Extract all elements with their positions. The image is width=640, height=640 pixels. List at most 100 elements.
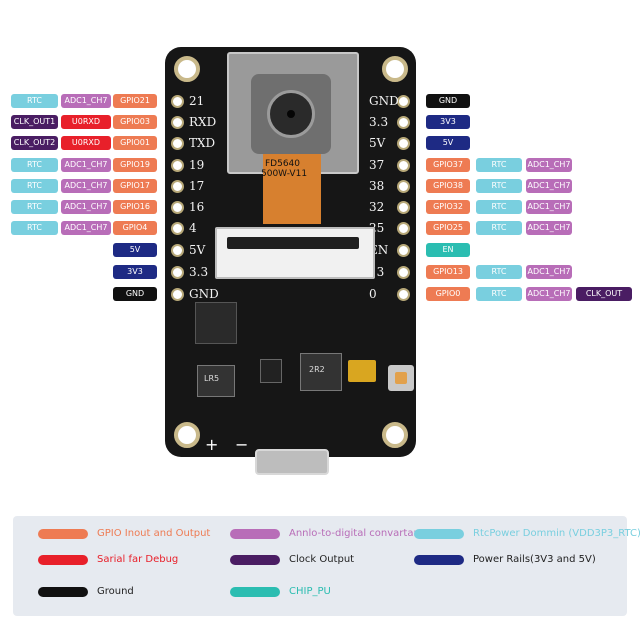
right-tag-gpio0: GPIO0 (426, 287, 470, 301)
legend-label: Ground (97, 586, 134, 597)
left-tag-gpio21: GPIO21 (113, 94, 157, 108)
left-tag-clk-out1: CLK_OUT1 (11, 115, 58, 129)
right-tag-rtc: RTC (476, 179, 522, 193)
left-header-pin (171, 180, 184, 193)
right-header-pin (397, 222, 410, 235)
capacitor-tantalum (348, 360, 376, 382)
inductor-1-marking: LR5 (204, 374, 220, 383)
right-tag-adc1-ch7: ADC1_CH7 (526, 265, 572, 279)
right-pin-silkscreen: 32 (369, 200, 385, 214)
left-header-pin (171, 95, 184, 108)
left-pin-silkscreen: 19 (189, 158, 205, 172)
right-tag-rtc: RTC (476, 221, 522, 235)
right-tag-gpio37: GPIO37 (426, 158, 470, 172)
right-tag-gpio38: GPIO38 (426, 179, 470, 193)
lens-center (287, 110, 295, 118)
fpc-connector (215, 227, 375, 279)
left-tag-rtc: RTC (11, 179, 58, 193)
right-pin-silkscreen: 0 (369, 287, 377, 301)
right-pin-silkscreen: 38 (369, 179, 385, 193)
right-header-pin (397, 180, 410, 193)
camera-marking-2: 500W-V11 (261, 169, 308, 179)
right-header-pin (397, 288, 410, 301)
left-pin-silkscreen: TXD (189, 136, 216, 150)
left-tag-adc1-ch7: ADC1_CH7 (61, 94, 111, 108)
right-pin-silkscreen: GND (369, 94, 399, 108)
mounting-hole-top-left (174, 56, 200, 82)
right-tag-en: EN (426, 243, 470, 257)
right-header-pin (397, 137, 410, 150)
left-header-pin (171, 288, 184, 301)
left-tag-3v3: 3V3 (113, 265, 157, 279)
legend-label: Power Rails(3V3 and 5V) (473, 554, 596, 565)
left-tag-gpio16: GPIO16 (113, 200, 157, 214)
left-pin-silkscreen: 16 (189, 200, 205, 214)
mounting-hole-bottom-left (174, 422, 200, 448)
right-tag-gpio32: GPIO32 (426, 200, 470, 214)
right-tag-3v3: 3V3 (426, 115, 470, 129)
left-header-pin (171, 159, 184, 172)
left-pin-silkscreen: 3.3 (189, 265, 209, 279)
legend-swatch (230, 587, 280, 597)
left-header-pin (171, 266, 184, 279)
camera-lens (267, 90, 315, 138)
right-header-pin (397, 244, 410, 257)
inductor-2-marking: 2R2 (309, 365, 325, 374)
right-tag-adc1-ch7: ADC1_CH7 (526, 158, 572, 172)
right-header-pin (397, 159, 410, 172)
right-tag-rtc: RTC (476, 158, 522, 172)
right-tag-gpio25: GPIO25 (426, 221, 470, 235)
left-tag-rtc: RTC (11, 158, 58, 172)
legend-label: CHIP_PU (289, 586, 331, 597)
left-tag-gpio01: GPIO01 (113, 136, 157, 150)
right-header-pin (397, 266, 410, 279)
legend-label: Clock Output (289, 554, 355, 565)
right-header-pin (397, 95, 410, 108)
right-tag-rtc: RTC (476, 287, 522, 301)
camera-marking-1: FD5640 (265, 159, 301, 169)
left-tag-u0rxd: U0RXD (61, 115, 111, 129)
right-tag-rtc: RTC (476, 200, 522, 214)
left-pin-silkscreen: 17 (189, 179, 205, 193)
left-tag-gpio17: GPIO17 (113, 179, 157, 193)
left-tag-adc1-ch7: ADC1_CH7 (61, 158, 111, 172)
left-tag-rtc: RTC (11, 200, 58, 214)
inductor-1: LR5 (197, 365, 235, 397)
left-tag-5v: 5V (113, 243, 157, 257)
right-tag-adc1-ch7: ADC1_CH7 (526, 221, 572, 235)
usb-connector (255, 449, 329, 475)
left-tag-adc1-ch7: ADC1_CH7 (61, 179, 111, 193)
left-tag-gpio03: GPIO03 (113, 115, 157, 129)
left-pin-silkscreen: RXD (189, 115, 217, 129)
camera-flex-cable (263, 154, 321, 224)
right-tag-clk-out: CLK_OUT (576, 287, 632, 301)
ic-sop8 (195, 302, 237, 344)
left-tag-u0rxd: U0RXD (61, 136, 111, 150)
minus-sign: − (235, 435, 249, 454)
legend-swatch (38, 555, 88, 565)
right-tag-gpio13: GPIO13 (426, 265, 470, 279)
left-header-pin (171, 201, 184, 214)
legend-label: Sarial far Debug (97, 554, 179, 565)
left-tag-gpio4: GPIO4 (113, 221, 157, 235)
legend-swatch (414, 529, 464, 539)
left-tag-adc1-ch7: ADC1_CH7 (61, 221, 111, 235)
right-header-pin (397, 201, 410, 214)
left-pin-silkscreen: 4 (189, 221, 197, 235)
right-tag-adc1-ch7: ADC1_CH7 (526, 287, 572, 301)
camera-lens-housing (251, 74, 331, 154)
legend-swatch (230, 529, 280, 539)
right-header-pin (397, 116, 410, 129)
left-header-pin (171, 222, 184, 235)
legend-label: RtcPower Dommin (VDD3P3_RTC) (473, 528, 640, 539)
left-tag-clk-out2: CLK_OUT2 (11, 136, 58, 150)
mounting-hole-bottom-right (382, 422, 408, 448)
left-tag-adc1-ch7: ADC1_CH7 (61, 200, 111, 214)
right-tag-adc1-ch7: ADC1_CH7 (526, 179, 572, 193)
right-tag-rtc: RTC (476, 265, 522, 279)
legend-label: Annlo-to-digital convartar (289, 528, 418, 539)
reset-button (388, 365, 414, 391)
right-pin-silkscreen: 5V (369, 136, 386, 150)
left-pin-silkscreen: 21 (189, 94, 205, 108)
